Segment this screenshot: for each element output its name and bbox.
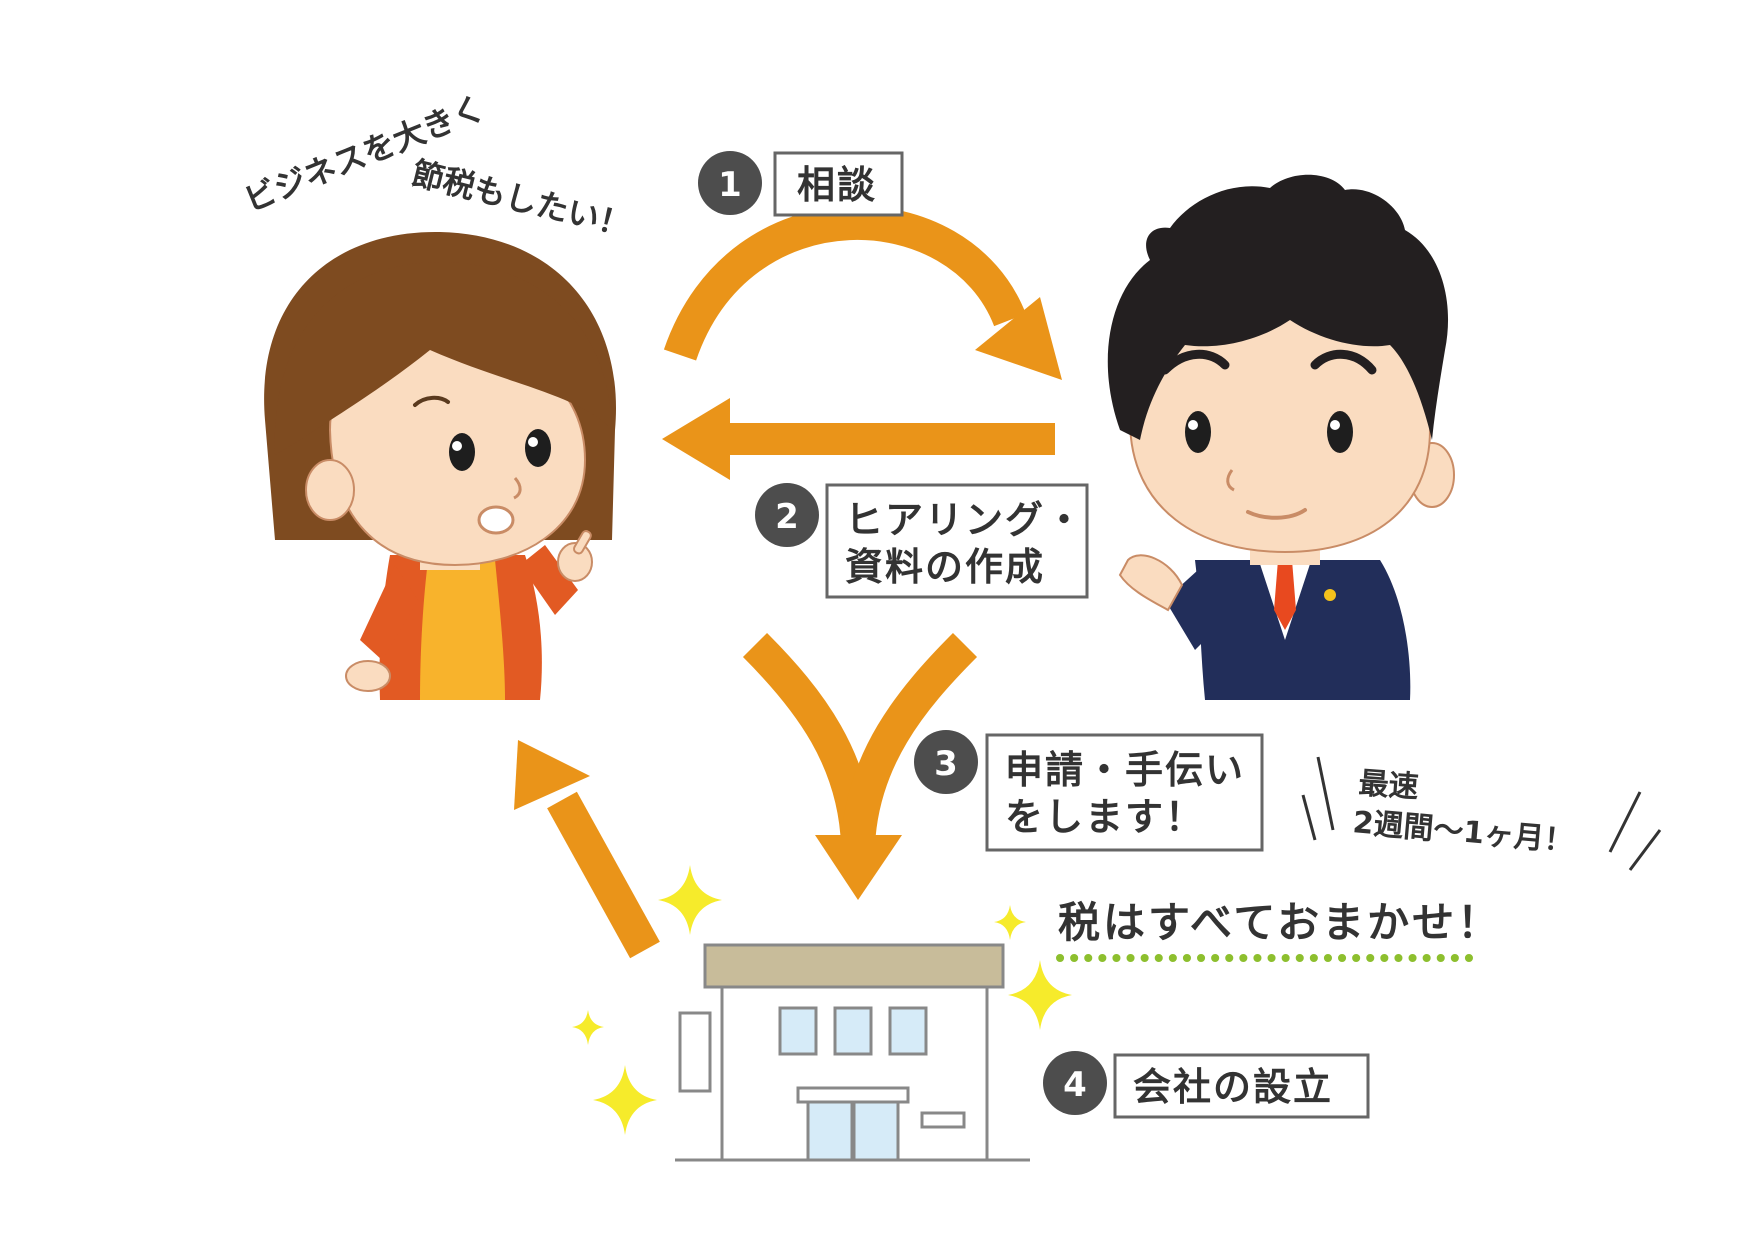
man-right-eye: [1327, 411, 1353, 453]
building-door-left: [806, 1100, 854, 1162]
woman-mouth: [477, 505, 515, 535]
advisor-man-illustration: [1107, 174, 1455, 700]
man-left-eye-highlight: [1188, 420, 1198, 430]
tagline-text: 税はすべておまかせ！: [1058, 898, 1502, 947]
step-1: 1 相談: [698, 151, 904, 217]
woman-right-eye-highlight: [528, 437, 538, 447]
step-4-number: 4: [1063, 1065, 1087, 1105]
diagonal-arrow-head: [514, 740, 590, 810]
man-tie: [1274, 560, 1296, 630]
sparkles: [572, 865, 1072, 1135]
speed-note: 最速 2週間～1ヶ月！: [1301, 756, 1662, 871]
step-3-box: [985, 733, 1264, 852]
merge-arrow-right: [841, 632, 978, 847]
step-1-box: [773, 151, 904, 217]
building-window-3: [888, 1006, 928, 1056]
speed-note-line-1: 最速: [1357, 766, 1419, 805]
tagline: 税はすべておまかせ！: [1056, 898, 1502, 962]
arc-arrow-head: [975, 297, 1062, 380]
man-smile: [1246, 508, 1307, 520]
woman-left-arm: [360, 565, 418, 660]
emphasis-slash: [1316, 756, 1335, 831]
diagonal-arrow-shaft: [547, 791, 660, 959]
step-2: 2 ヒアリング・ 資料の作成: [755, 483, 1089, 599]
step-2-box: [825, 483, 1089, 599]
building-window-2: [833, 1006, 873, 1056]
step-1-badge: [698, 151, 762, 215]
building-window-1: [778, 1006, 818, 1056]
step-3-number: 3: [934, 744, 958, 784]
speed-note-line-2: 2週間～1ヶ月！: [1351, 805, 1575, 859]
merge-arrow-head: [815, 835, 902, 900]
man-hair: [1107, 174, 1449, 441]
building-mail-slot: [920, 1111, 966, 1129]
woman-speech-line-2: 節税もしたい！: [408, 154, 635, 245]
step-3-label-line-2: をします！: [1005, 795, 1205, 839]
woman-ear: [305, 459, 355, 521]
step-1-label: 相談: [797, 163, 877, 207]
step-1-number: 1: [718, 165, 742, 205]
sparkle-icon: [593, 1065, 657, 1135]
man-lapel-pin: [1324, 589, 1336, 601]
man-nose: [1226, 469, 1235, 492]
woman-right-eye: [525, 429, 551, 467]
man-left-eye: [1185, 411, 1211, 453]
flow-arrows: [514, 206, 1062, 959]
woman-shirt: [420, 560, 505, 700]
sparkle-icon: [1008, 960, 1072, 1030]
step-4-box: [1113, 1053, 1370, 1119]
woman-right-hand: [557, 542, 593, 582]
step-3-badge: [914, 730, 978, 794]
step-3: 3 申請・手伝い をします！: [914, 730, 1264, 852]
step-4: 4 会社の設立: [1043, 1051, 1370, 1119]
woman-nose: [513, 477, 522, 500]
sparkle-icon: [572, 1010, 604, 1045]
step-2-badge: [755, 483, 819, 547]
emphasis-slash: [1301, 794, 1317, 841]
step-4-badge: [1043, 1051, 1107, 1115]
left-arrow-shaft: [715, 423, 1055, 455]
woman-left-eye: [449, 433, 475, 471]
building-roof: [703, 943, 1005, 989]
sparkle-icon: [994, 905, 1026, 940]
emphasis-slash: [1608, 791, 1642, 853]
man-left-eyebrow: [1160, 349, 1230, 375]
arc-arrow: [663, 206, 1026, 361]
emphasis-slash: [1628, 829, 1662, 871]
woman-left-hand: [345, 660, 391, 692]
step-2-label-line-2: 資料の作成: [845, 545, 1045, 589]
step-2-label-line-1: ヒアリング・: [845, 498, 1085, 542]
woman-eyebrow: [413, 395, 450, 407]
man-right-eyebrow: [1310, 349, 1377, 375]
man-hand: [1118, 554, 1184, 612]
step-3-label-line-1: 申請・手伝い: [1005, 748, 1245, 792]
left-arrow-head: [662, 398, 730, 480]
woman-pointing-finger: [573, 530, 592, 555]
woman-hair-fringe: [274, 261, 612, 455]
man-right-eye-highlight: [1330, 420, 1340, 430]
building-door-right: [852, 1100, 900, 1162]
building-awning: [796, 1086, 910, 1104]
sparkle-icon: [658, 865, 722, 935]
company-building-illustration: [675, 943, 1030, 1162]
client-woman-illustration: [264, 231, 617, 700]
man-suit: [1195, 560, 1411, 700]
woman-right-arm: [520, 545, 578, 615]
building-sign: [678, 1011, 712, 1093]
step-2-number: 2: [775, 497, 799, 537]
step-4-label: 会社の設立: [1133, 1065, 1333, 1109]
woman-left-eye-highlight: [452, 441, 462, 451]
merge-arrow-left: [742, 632, 875, 846]
